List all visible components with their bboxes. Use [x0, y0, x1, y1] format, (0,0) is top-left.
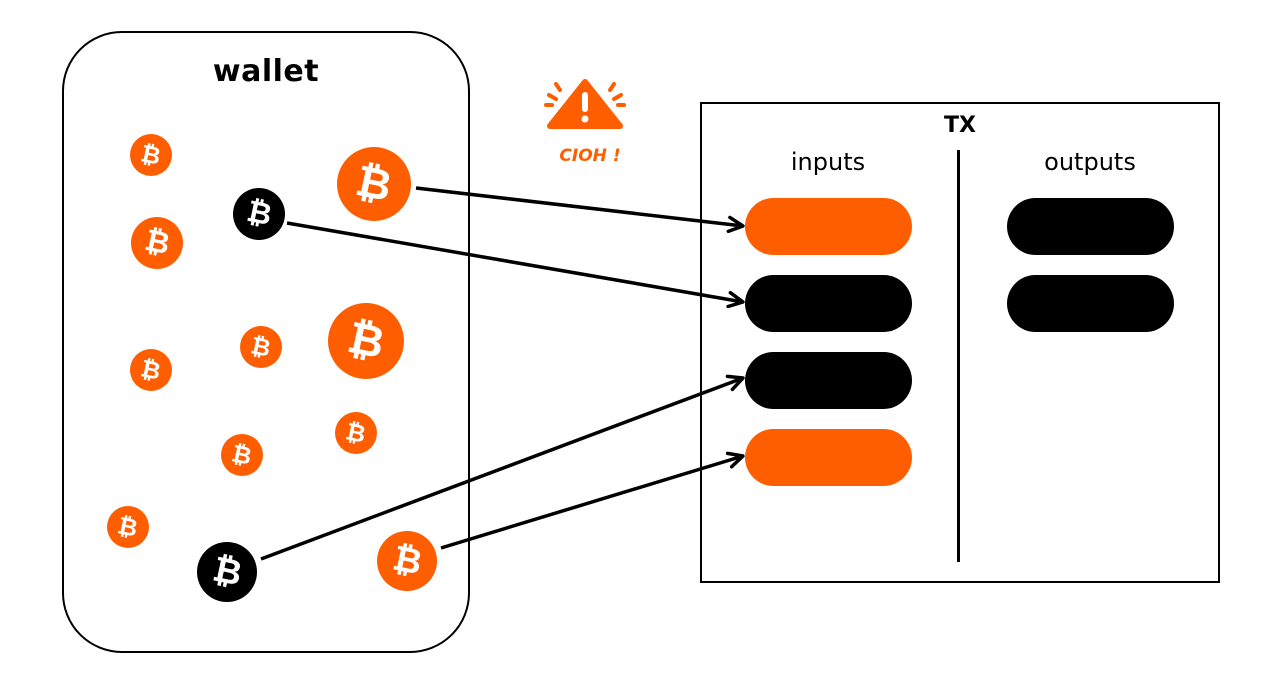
bitcoin-utxo-icon: ₿	[328, 303, 404, 379]
bitcoin-utxo-icon: ₿	[131, 217, 183, 269]
bitcoin-utxo-icon: ₿	[130, 349, 172, 391]
bitcoin-utxo-icon: ₿	[337, 147, 411, 221]
outputs-label: outputs	[1044, 148, 1136, 176]
bitcoin-utxo-icon: ₿	[335, 412, 377, 454]
bitcoin-utxo-icon: ₿	[107, 506, 149, 548]
bitcoin-utxo-icon: ₿	[221, 434, 263, 476]
input-arrow	[440, 451, 745, 550]
output-pill	[1007, 275, 1174, 332]
input-arrow	[286, 221, 745, 309]
input-arrow	[260, 374, 745, 561]
bitcoin-utxo-icon: ₿	[233, 188, 285, 240]
inputs-label: inputs	[790, 148, 866, 176]
output-pill	[1007, 198, 1174, 255]
wallet-title: wallet	[212, 54, 320, 89]
bitcoin-utxo-icon: ₿	[130, 134, 172, 176]
input-pill	[745, 275, 912, 332]
wallet-container	[62, 31, 470, 653]
input-arrow	[415, 186, 745, 234]
inputs-outputs-divider	[957, 150, 960, 562]
input-pill	[745, 198, 912, 255]
input-pill	[745, 352, 912, 409]
transaction-title: TX	[944, 113, 976, 138]
bitcoin-utxo-icon: ₿	[197, 542, 257, 602]
transaction-box	[700, 102, 1220, 583]
bitcoin-utxo-icon: ₿	[240, 326, 282, 368]
input-pill	[745, 429, 912, 486]
bitcoin-utxo-icon: ₿	[377, 531, 437, 591]
cioh-warning-label: CIOH !	[559, 146, 621, 166]
